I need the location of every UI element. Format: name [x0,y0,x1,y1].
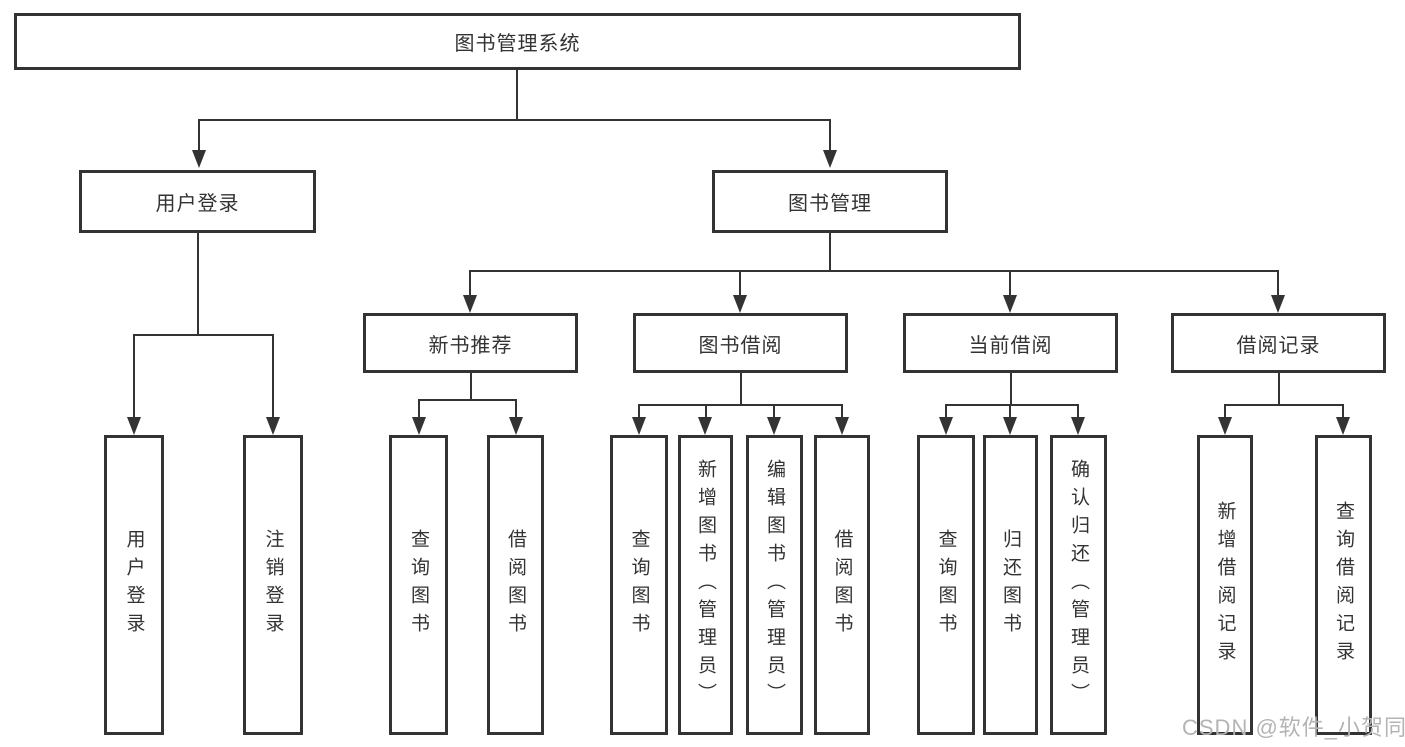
node-user-login: 用户登录 [79,170,316,233]
connector-line [1278,373,1280,405]
watermark-text: CSDN @软件_小贺同学 [1182,715,1405,740]
connector-line [945,404,947,419]
leaf-borrow-books: 借阅图书 [814,435,870,735]
node-label: 图书管理系统 [454,33,581,55]
connector-line [1224,404,1226,419]
arrow-down-icon [767,417,781,435]
leaf-query-books-recommend: 查询图书 [389,435,448,735]
leaf-return-books: 归还图书 [983,435,1038,735]
leaf-logout: 注销登录 [243,435,303,735]
arrow-down-icon [127,417,141,435]
connector-line [773,404,775,419]
leaf-confirm-return-admin: 确认归还（管理员） [1050,435,1107,735]
node-label: 查询图书 [628,529,650,641]
node-label: 图书借阅 [698,334,783,357]
node-label: 新增图书（管理员） [695,459,716,711]
connector-line [1010,373,1012,405]
connector-line [470,373,472,400]
connector-line [198,119,200,152]
connector-line [1009,270,1011,297]
connector-line [1077,404,1079,419]
connector-line [1342,404,1344,419]
leaf-edit-book-admin: 编辑图书（管理员） [746,435,803,735]
node-label: 借阅图书 [505,529,526,641]
connector-line [739,270,741,297]
node-label: 查询图书 [935,529,957,641]
connector-line [639,404,843,406]
arrow-down-icon [939,417,953,435]
connector-line [133,334,274,336]
arrow-down-icon [632,417,646,435]
leaf-query-books-current: 查询图书 [917,435,975,735]
connector-line [418,399,516,401]
arrow-down-icon [192,150,206,168]
leaf-add-book-admin: 新增图书（管理员） [678,435,733,735]
arrow-down-icon [698,417,712,435]
node-book-management: 图书管理 [712,170,948,233]
leaf-borrow-books-recommend: 借阅图书 [487,435,544,735]
connector-line [829,119,831,152]
connector-line [740,373,742,405]
arrow-down-icon [509,417,523,435]
arrow-down-icon [1271,295,1285,313]
connector-line [469,270,471,297]
connector-line [516,70,518,121]
connector-line [1224,404,1344,406]
connector-line [1277,270,1279,297]
arrow-down-icon [835,417,849,435]
node-label: 用户登录 [123,529,145,641]
connector-line [705,404,707,419]
node-label: 借阅记录 [1236,334,1321,357]
arrow-down-icon [1071,417,1085,435]
node-label: 确认归还（管理员） [1068,459,1089,711]
node-label: 归还图书 [1000,529,1021,641]
connector-line [272,334,274,419]
connector-line [469,270,1279,272]
arrow-down-icon [1336,417,1350,435]
leaf-query-books-borrow: 查询图书 [610,435,668,735]
arrow-down-icon [823,150,837,168]
node-label: 用户登录 [155,193,240,215]
connector-line [418,399,420,419]
connector-line [197,233,199,335]
connector-line [133,334,135,419]
connector-line [198,119,831,121]
node-current-borrow: 当前借阅 [903,313,1118,373]
arrow-down-icon [463,295,477,313]
arrow-down-icon [412,417,426,435]
node-label: 新增借阅记录 [1214,501,1236,669]
node-root: 图书管理系统 [14,13,1021,70]
node-label: 查询借阅记录 [1333,501,1354,669]
arrow-down-icon [1218,417,1232,435]
node-label: 借阅图书 [831,529,853,641]
connector-line [945,404,1079,406]
connector-line [1009,404,1011,419]
leaf-query-borrow-record: 查询借阅记录 [1315,435,1372,735]
node-borrow-records: 借阅记录 [1171,313,1386,373]
arrow-down-icon [1003,295,1017,313]
connector-line [638,404,640,419]
connector-line [515,399,517,419]
arrow-down-icon [266,417,280,435]
node-book-borrow: 图书借阅 [633,313,848,373]
node-label: 图书管理 [788,193,872,215]
connector-line [829,233,831,271]
arrow-down-icon [733,295,747,313]
connector-line [841,404,843,419]
node-label: 查询图书 [408,529,429,641]
leaf-add-borrow-record: 新增借阅记录 [1197,435,1253,735]
node-new-book-recommend: 新书推荐 [363,313,578,373]
leaf-user-login: 用户登录 [104,435,164,735]
node-label: 注销登录 [262,529,284,641]
node-label: 当前借阅 [968,334,1053,357]
arrow-down-icon [1003,417,1017,435]
node-label: 新书推荐 [428,334,513,357]
node-label: 编辑图书（管理员） [764,459,785,711]
